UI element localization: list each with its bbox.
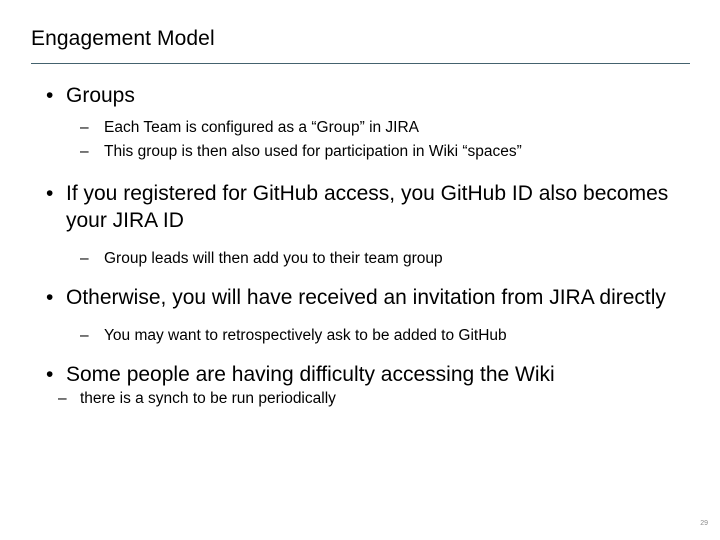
bullet-dash-icon: – [80,250,89,267]
bullet-text: Otherwise, you will have received an inv… [66,286,666,309]
slide-title-block: Engagement Model [31,26,691,52]
slide-body: • Groups – Each Team is configured as a … [0,82,720,410]
page-title: Engagement Model [31,27,215,50]
bullet-dash-icon: – [58,390,67,407]
spacer [0,271,720,284]
spacer [0,109,720,116]
bullet-dash-icon: – [80,143,89,160]
bullet-dot-icon: • [46,84,54,107]
bullet-dash-icon: – [80,119,89,136]
bullet-dot-icon: • [46,363,54,386]
bullet-text: Group leads will then add you to their t… [104,250,443,267]
bullet-text: Each Team is configured as a “Group” in … [104,119,420,136]
bullet-text: Some people are having difficulty access… [66,363,555,386]
bullet-level1: • Otherwise, you will have received an i… [0,284,720,311]
bullet-text: If you registered for GitHub access, you… [66,182,669,232]
bullet-level2: – This group is then also used for parti… [0,140,720,164]
bullet-level2: – Group leads will then add you to their… [0,247,720,271]
spacer [0,164,720,180]
bullet-dot-icon: • [46,286,54,309]
bullet-level2: – Each Team is configured as a “Group” i… [0,116,720,140]
bullet-level1: • Some people are having difficulty acce… [0,361,720,388]
spacer [0,234,720,247]
spacer [0,348,720,361]
bullet-dot-icon: • [46,182,54,205]
bullet-dash-icon: – [80,327,89,344]
bullet-text: This group is then also used for partici… [104,143,522,160]
bullet-text: You may want to retrospectively ask to b… [104,327,507,344]
spacer [0,311,720,324]
page-number: 29 [700,520,708,527]
bullet-level1: • If you registered for GitHub access, y… [0,180,720,234]
bullet-level2: – there is a synch to be run periodicall… [0,388,720,410]
bullet-level2: – You may want to retrospectively ask to… [0,324,720,348]
title-divider [31,63,690,64]
bullet-text: Groups [66,84,135,107]
bullet-text: there is a synch to be run periodically [80,390,336,407]
bullet-level1: • Groups [0,82,720,109]
